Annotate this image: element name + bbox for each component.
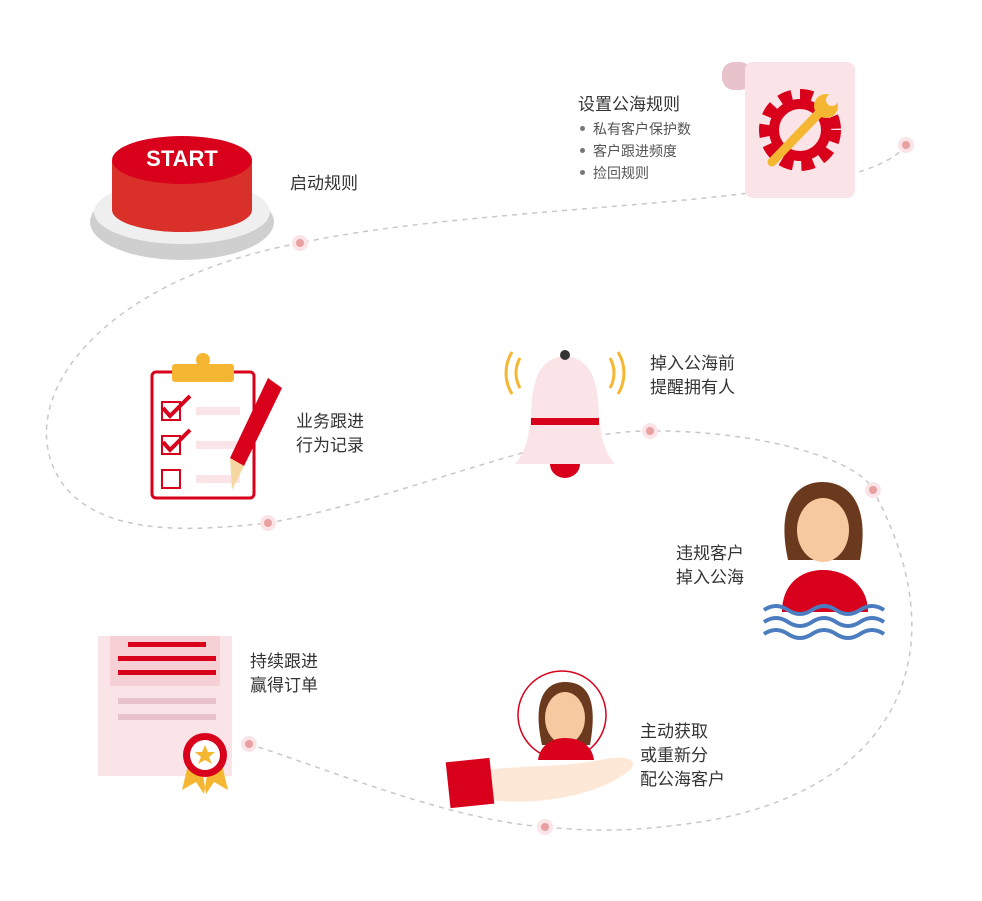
settings-scroll-icon: [722, 62, 855, 198]
certificate-stack-icon: [98, 636, 232, 794]
record-label: 业务跟进 行为记录: [296, 410, 364, 458]
start-button-text: START: [146, 146, 218, 171]
claim-line: 配公海客户: [640, 770, 725, 790]
drop-line: 违规客户: [676, 544, 744, 564]
clipboard-icon: [150, 353, 282, 500]
path-dots: [241, 137, 914, 835]
bell-icon: [504, 350, 626, 478]
remind-label: 掉入公海前 提醒拥有人: [650, 352, 735, 400]
settings-bullets: 私有客户保护数 客户跟进频度 捡回规则: [578, 119, 691, 185]
remind-line: 提醒拥有人: [650, 378, 735, 398]
claim-label: 主动获取 或重新分 配公海客户: [640, 720, 725, 792]
claim-line: 或重新分: [640, 746, 708, 766]
claim-line: 主动获取: [640, 722, 708, 742]
remind-line: 掉入公海前: [650, 354, 735, 374]
settings-bullet: 私有客户保护数: [578, 119, 691, 141]
record-line: 业务跟进: [296, 412, 364, 432]
start-label: 启动规则: [290, 174, 358, 194]
settings-bullet: 客户跟进频度: [578, 141, 691, 163]
record-line: 行为记录: [296, 436, 364, 456]
win-label: 持续跟进 赢得订单: [250, 650, 318, 698]
settings-bullet: 捡回规则: [578, 163, 691, 185]
drowning-customer-icon: [762, 482, 886, 640]
claim-customer-icon: [445, 670, 634, 809]
win-line: 赢得订单: [250, 676, 318, 696]
settings-title: 设置公海规则: [578, 95, 680, 115]
start-button-icon: [90, 136, 274, 260]
win-line: 持续跟进: [250, 652, 318, 672]
drop-label: 违规客户 掉入公海: [676, 542, 744, 590]
settings-block: 设置公海规则 私有客户保护数 客户跟进频度 捡回规则: [578, 90, 691, 185]
drop-line: 掉入公海: [676, 568, 744, 588]
